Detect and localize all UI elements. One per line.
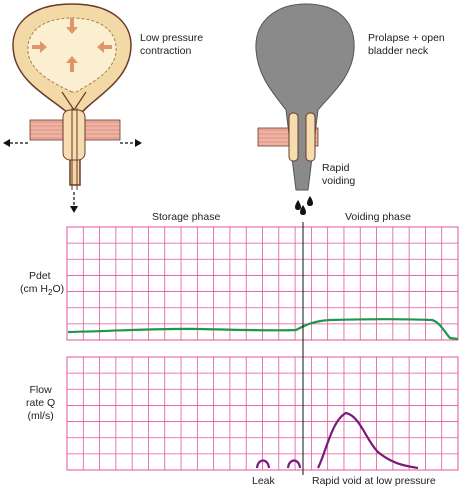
- pdet-grid: [66, 226, 459, 341]
- right-bladder-illustration: [255, 3, 355, 215]
- pdet-chart: [66, 226, 459, 341]
- urethra-left: [71, 108, 78, 190]
- sphincter-left: [62, 109, 86, 161]
- pdet-ylabel-line1: Pdet: [29, 270, 51, 282]
- right-label-line2: bladder neck: [368, 45, 429, 57]
- flow-ylabel-line2: rate Q: [26, 397, 56, 409]
- left-label: Low pressure contraction: [140, 32, 203, 58]
- flow-grid: [66, 356, 459, 471]
- flow-ylabel-line3: (ml/s): [27, 410, 54, 422]
- leak-bump-1: [255, 459, 271, 469]
- rapid-voiding-label: Rapid voiding: [322, 162, 355, 188]
- flow-ylabel-line1: Flow: [29, 384, 52, 396]
- flow-ylabel: Flow rate Q (ml/s): [26, 384, 55, 423]
- rapid-voiding-line2: voiding: [322, 175, 356, 187]
- pdet-ylabel: Pdet (cm H2O): [20, 270, 64, 299]
- leak-annotation: Leak: [252, 475, 275, 487]
- pdet-trace: [67, 318, 459, 341]
- sphincter-right-right: [305, 112, 316, 162]
- pdet-ylabel-post: O): [52, 283, 65, 295]
- voiding-droplets: [295, 196, 313, 215]
- rapid-void-annotation: Rapid void at low pressure: [312, 475, 436, 487]
- contraction-arrows: [32, 18, 112, 72]
- left-label-line2: contraction: [140, 45, 192, 57]
- right-label: Prolapse + open bladder neck: [368, 32, 445, 58]
- right-label-line1: Prolapse + open: [368, 32, 445, 44]
- pdet-ylabel-sub: 2: [48, 288, 53, 298]
- storage-phase-label: Storage phase: [152, 211, 221, 223]
- left-bladder-illustration: [3, 3, 142, 213]
- flow-void-curve: [317, 411, 419, 470]
- outward-arrows: [3, 139, 142, 213]
- pdet-ylabel-line2: (cm H2O): [20, 283, 64, 299]
- rapid-voiding-line1: Rapid: [322, 162, 350, 174]
- flow-chart: [66, 356, 459, 471]
- prolapsed-bladder: [255, 3, 355, 191]
- pdet-ylabel-pre: (cm H: [20, 283, 48, 295]
- voiding-phase-label: Voiding phase: [345, 211, 411, 223]
- left-label-line1: Low pressure: [140, 32, 204, 44]
- sphincter-right-left: [288, 112, 299, 162]
- leak-bump-2: [286, 459, 302, 469]
